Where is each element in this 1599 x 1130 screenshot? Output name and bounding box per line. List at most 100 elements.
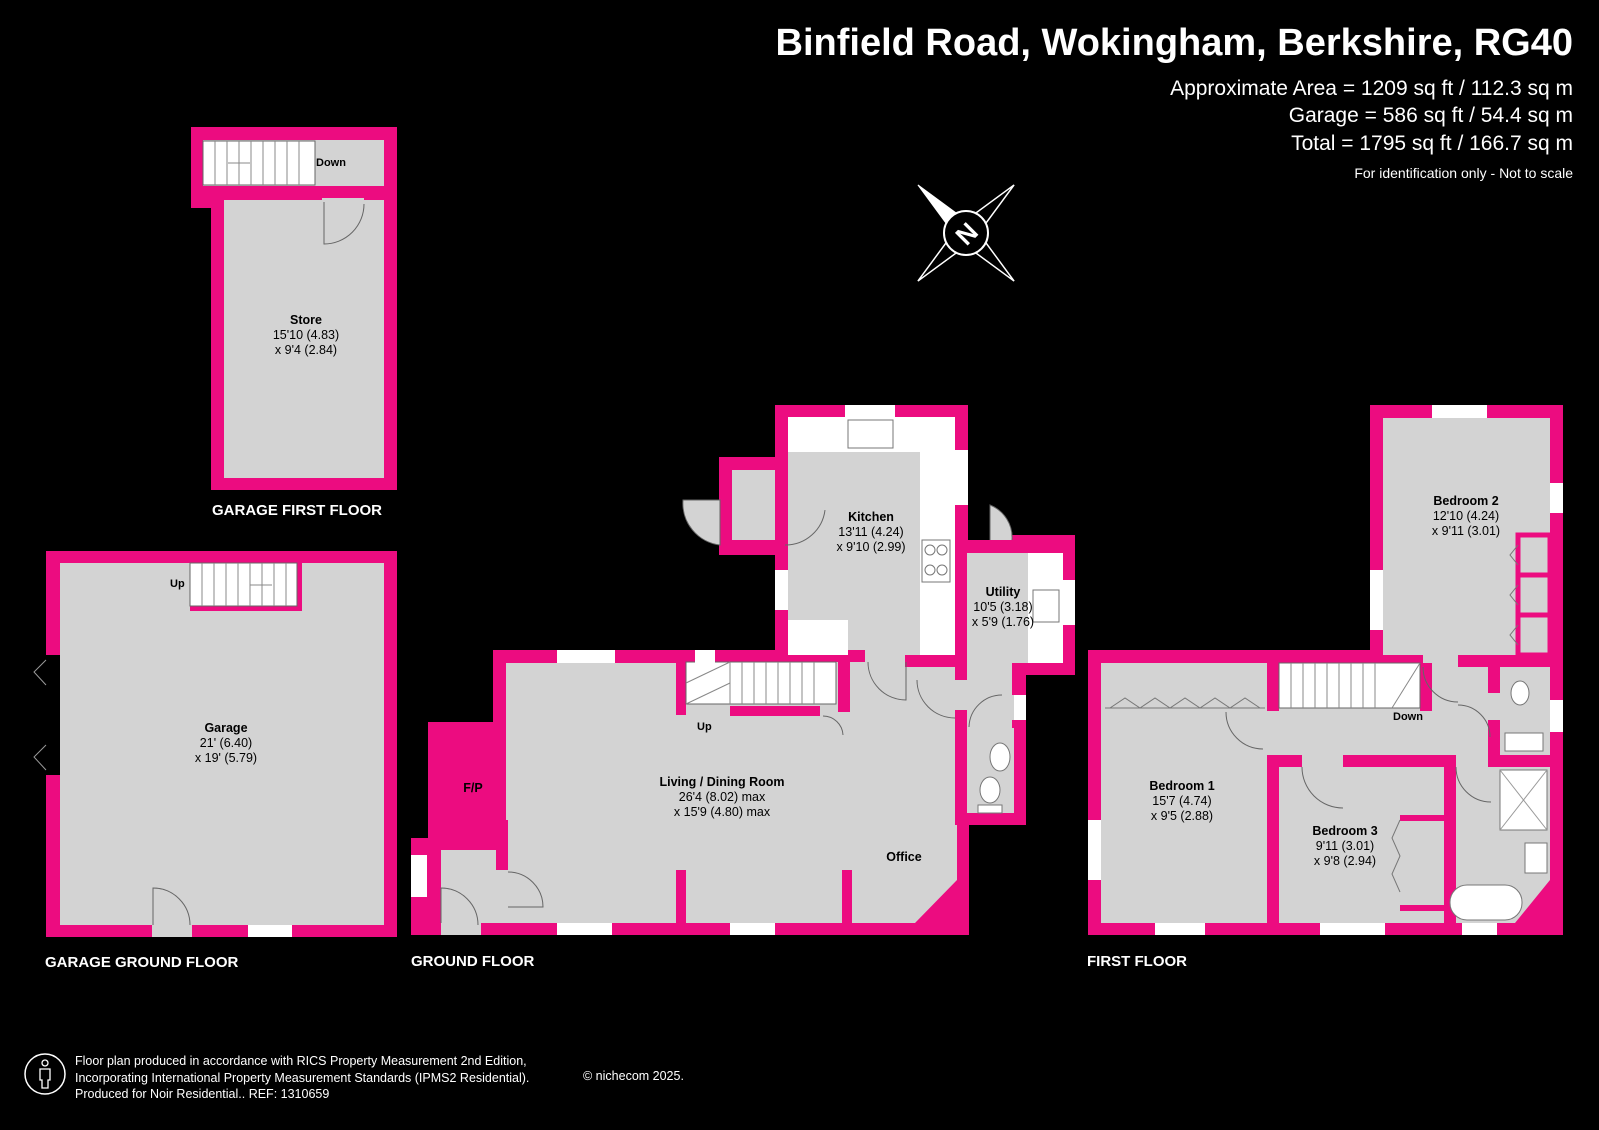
room-label-bedroom-3: Bedroom 3 9'11 (3.01) x 9'8 (2.94) bbox=[1312, 824, 1377, 869]
ensuite-wall bbox=[1488, 663, 1500, 693]
room-label-bedroom-2: Bedroom 2 12'10 (4.24) x 9'11 (3.01) bbox=[1432, 494, 1500, 539]
wc-door-swing bbox=[968, 694, 1003, 728]
room-dimension: x 9'4 (2.84) bbox=[274, 343, 338, 357]
room-dimension: x 19' (5.79) bbox=[194, 751, 258, 765]
porch-door bbox=[682, 499, 721, 546]
wc-toilet bbox=[979, 776, 1001, 804]
room-dimension: 9'11 (3.01) bbox=[1315, 839, 1375, 853]
living-window-north bbox=[557, 650, 615, 663]
room-label-store: Store 15'10 (4.83) x 9'4 (2.84) bbox=[273, 313, 339, 358]
living-pier-left bbox=[676, 870, 686, 925]
bath-window-south bbox=[1462, 923, 1497, 935]
room-name: Bedroom 3 bbox=[1312, 824, 1378, 838]
footer-line: Incorporating International Property Mea… bbox=[75, 1070, 530, 1085]
bathroom-basin bbox=[1524, 842, 1548, 874]
room-dimension: x 5'9 (1.76) bbox=[971, 615, 1035, 629]
bed2-wardrobes bbox=[1515, 532, 1553, 658]
identification-note: For identification only - Not to scale bbox=[1354, 165, 1573, 181]
garage-first-floor-plan bbox=[191, 127, 397, 490]
floor-label-ground: GROUND FLOOR bbox=[411, 953, 535, 970]
landing-stair-wall-left bbox=[1267, 663, 1279, 711]
floor-label-garage-ground: GARAGE GROUND FLOOR bbox=[45, 954, 239, 971]
wc-basin bbox=[989, 742, 1011, 772]
kitchen-counter-bottom bbox=[788, 620, 848, 655]
kitchen-hob bbox=[921, 539, 951, 583]
ensuite-toilet bbox=[1510, 680, 1530, 706]
first-staircase bbox=[1278, 662, 1421, 709]
garage-side-doors bbox=[33, 659, 47, 771]
utility-sink bbox=[1032, 589, 1060, 623]
room-name: Office bbox=[886, 850, 922, 864]
store-door-gap bbox=[322, 198, 364, 204]
store-staircase bbox=[202, 140, 316, 186]
footer-line: Produced for Noir Residential.. REF: 131… bbox=[75, 1087, 330, 1101]
room-name: Living / Dining Room bbox=[659, 775, 785, 789]
bed1-door-swing bbox=[1225, 711, 1264, 750]
front-door-swing bbox=[440, 887, 479, 926]
understair-door-swing bbox=[822, 715, 844, 736]
property-title: Binfield Road, Wokingham, Berkshire, RG4… bbox=[775, 22, 1573, 64]
bed3-closet-wall-bottom bbox=[1400, 905, 1444, 911]
hall-door-swing bbox=[507, 871, 544, 908]
identification-person-icon bbox=[24, 1053, 66, 1095]
garage-area: Garage = 586 sq ft / 54.4 sq m bbox=[1288, 104, 1573, 127]
room-name: Bedroom 2 bbox=[1433, 494, 1499, 508]
store-door-swing bbox=[323, 202, 365, 245]
bed2-window-west bbox=[1370, 570, 1383, 630]
bed1-bed3-wall bbox=[1267, 755, 1279, 923]
utility-door-swing bbox=[916, 679, 956, 719]
wc-window bbox=[1014, 695, 1026, 720]
ground-floor-plan bbox=[411, 405, 1075, 935]
bed3-north-wall-right bbox=[1343, 755, 1450, 767]
footer-line: Floor plan produced in accordance with R… bbox=[75, 1054, 527, 1068]
room-name: Store bbox=[290, 313, 322, 327]
room-name: Kitchen bbox=[848, 510, 894, 524]
kitchen-window bbox=[845, 405, 895, 417]
landing-stair-wall-right bbox=[1420, 663, 1432, 711]
room-dimension: x 15'9 (4.80) max bbox=[673, 805, 771, 819]
room-dimension: 15'7 (4.74) bbox=[1152, 794, 1212, 808]
garage-floor bbox=[60, 563, 384, 925]
footer-notes: Floor plan produced in accordance with R… bbox=[75, 1053, 529, 1103]
room-name: Garage bbox=[204, 721, 248, 735]
wc-cistern bbox=[977, 804, 1003, 814]
kitchen-sink bbox=[847, 419, 894, 449]
bed3-closet-doors bbox=[1391, 819, 1401, 893]
garage-ground-floor-plan bbox=[33, 551, 397, 937]
stair-side-wall bbox=[676, 660, 686, 715]
room-label-bedroom-1: Bedroom 1 15'7 (4.74) x 9'5 (2.88) bbox=[1149, 779, 1214, 824]
room-dimension: 15'10 (4.83) bbox=[272, 328, 340, 342]
bathtub bbox=[1449, 884, 1523, 921]
bed3-closet-wall-top bbox=[1400, 815, 1444, 821]
living-window-south-2 bbox=[730, 923, 775, 935]
bed1-window-south bbox=[1155, 923, 1205, 935]
bed2-door-swing bbox=[1422, 666, 1459, 703]
bed2-south-wall-right bbox=[1458, 655, 1550, 667]
bed3-door-swing bbox=[1301, 766, 1344, 809]
floor-label-first: FIRST FLOOR bbox=[1087, 953, 1187, 970]
room-name: Utility bbox=[985, 585, 1021, 599]
room-label-office: Office bbox=[886, 850, 921, 865]
office-corner bbox=[915, 880, 957, 923]
garage-side-door-opening bbox=[46, 655, 60, 775]
room-dimension: x 9'5 (2.88) bbox=[1150, 809, 1214, 823]
approximate-area: Approximate Area = 1209 sq ft / 112.3 sq… bbox=[1170, 77, 1573, 100]
garage-window bbox=[248, 925, 292, 937]
ensuite-window bbox=[1550, 700, 1563, 732]
front-door-gap bbox=[441, 923, 481, 935]
store-floor bbox=[203, 140, 384, 478]
hob-rings bbox=[924, 544, 948, 576]
room-dimension: x 9'8 (2.94) bbox=[1313, 854, 1377, 868]
room-label-utility: Utility 10'5 (3.18) x 5'9 (1.76) bbox=[972, 585, 1034, 630]
bed2-window-north bbox=[1432, 405, 1487, 418]
room-dimension: 10'5 (3.18) bbox=[973, 600, 1033, 614]
garage-stair-treads bbox=[201, 563, 287, 606]
stair-label-ground-up: Up bbox=[697, 721, 712, 733]
first-floor-plan bbox=[1088, 405, 1563, 935]
kitchen-porch-door-swing bbox=[784, 509, 826, 546]
utility-window bbox=[1063, 580, 1075, 625]
copyright-notice: © nichecom 2025. bbox=[583, 1069, 684, 1083]
kitchen-counter-right bbox=[920, 417, 955, 655]
stair-label-first-down: Down bbox=[1393, 711, 1423, 723]
